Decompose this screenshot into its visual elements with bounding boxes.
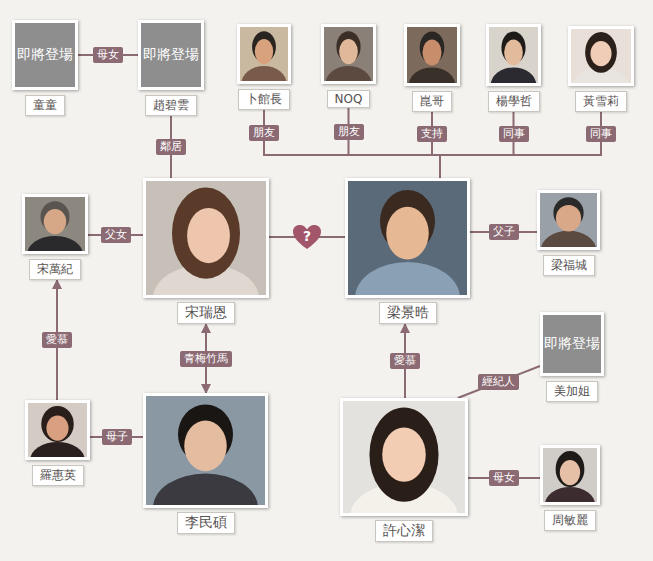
name-tag: 黃雪莉 [575,91,627,112]
name-tag: 周敏麗 [544,510,596,531]
character-card: 卜館長 [237,24,291,110]
name-tag: 梁福城 [543,255,595,276]
name-tag: 美加姐 [546,381,598,402]
photo-frame [568,26,634,86]
relation-label: 父子 [489,224,519,240]
heart-badge: ? [292,224,322,250]
photo-frame [404,24,460,86]
character-card: 梁福城 [537,190,600,276]
placeholder-caption: 即將登場 [143,46,199,64]
name-tag: 許心潔 [375,520,433,542]
photo-frame [537,190,600,250]
relation-label: ? [303,229,311,243]
relation-line [458,366,540,398]
relation-line [440,112,601,178]
character-card: 周敏麗 [540,445,600,531]
relation-label: 朋友 [334,124,364,140]
name-tag: 楊學哲 [488,91,540,112]
relation-label: 同事 [499,126,529,142]
relation-line [349,108,441,178]
relation-line [264,110,440,178]
character-card: 即將登場趙碧雲 [138,20,204,116]
character-card: NOQ [321,24,376,108]
name-tag: 童童 [25,95,65,116]
name-tag: 趙碧雲 [145,95,197,116]
relation-label: 母女 [93,47,123,63]
character-card: 梁景晧 [345,178,470,324]
name-tag: 宋瑞恩 [177,302,235,324]
character-card: 黃雪莉 [568,26,634,112]
name-tag: 梁景晧 [379,302,437,324]
relation-label: 鄰居 [156,139,186,155]
name-tag: NOQ [327,90,371,108]
placeholder-photo: 即將登場 [12,20,78,90]
placeholder-caption: 即將登場 [544,335,600,353]
character-card: 許心潔 [340,398,468,542]
name-tag: 卜館長 [238,89,290,110]
name-tag: 宋萬紀 [29,259,81,280]
relation-label: 經紀人 [478,374,519,390]
relation-label: 青梅竹馬 [180,351,232,367]
character-card: 宋瑞恩 [143,178,269,324]
character-card: 即將登場童童 [12,20,78,116]
relation-label: 愛慕 [42,332,72,348]
character-card: 崑哥 [404,24,460,112]
photo-frame [540,445,600,505]
name-tag: 崑哥 [412,91,452,112]
photo-frame [340,398,468,516]
character-card: 羅惠英 [25,400,90,486]
relation-label: 父女 [101,227,131,243]
placeholder-photo: 即將登場 [540,312,604,376]
name-tag: 羅惠英 [32,465,84,486]
photo-frame [143,178,269,298]
photo-frame [486,24,541,86]
relation-line [440,112,514,178]
photo-frame [345,178,470,298]
relation-label: 支持 [417,126,447,142]
photo-frame [321,24,376,84]
name-tag: 李民碩 [177,512,235,534]
photo-frame [237,24,291,84]
placeholder-photo: 即將登場 [138,20,204,90]
photo-frame [22,194,88,254]
character-card: 楊學哲 [486,24,541,112]
relation-label: 愛慕 [390,353,420,369]
character-card: 宋萬紀 [22,194,88,280]
relation-label: 朋友 [249,125,279,141]
character-card: 李民碩 [143,393,268,534]
relation-line [432,112,440,178]
relation-label: 母子 [102,429,132,445]
placeholder-caption: 即將登場 [17,46,73,64]
photo-frame [25,400,90,460]
character-card: 即將登場美加姐 [540,312,604,402]
relation-label: 母女 [489,470,519,486]
relation-label: 同事 [586,126,616,142]
photo-frame [143,393,268,508]
